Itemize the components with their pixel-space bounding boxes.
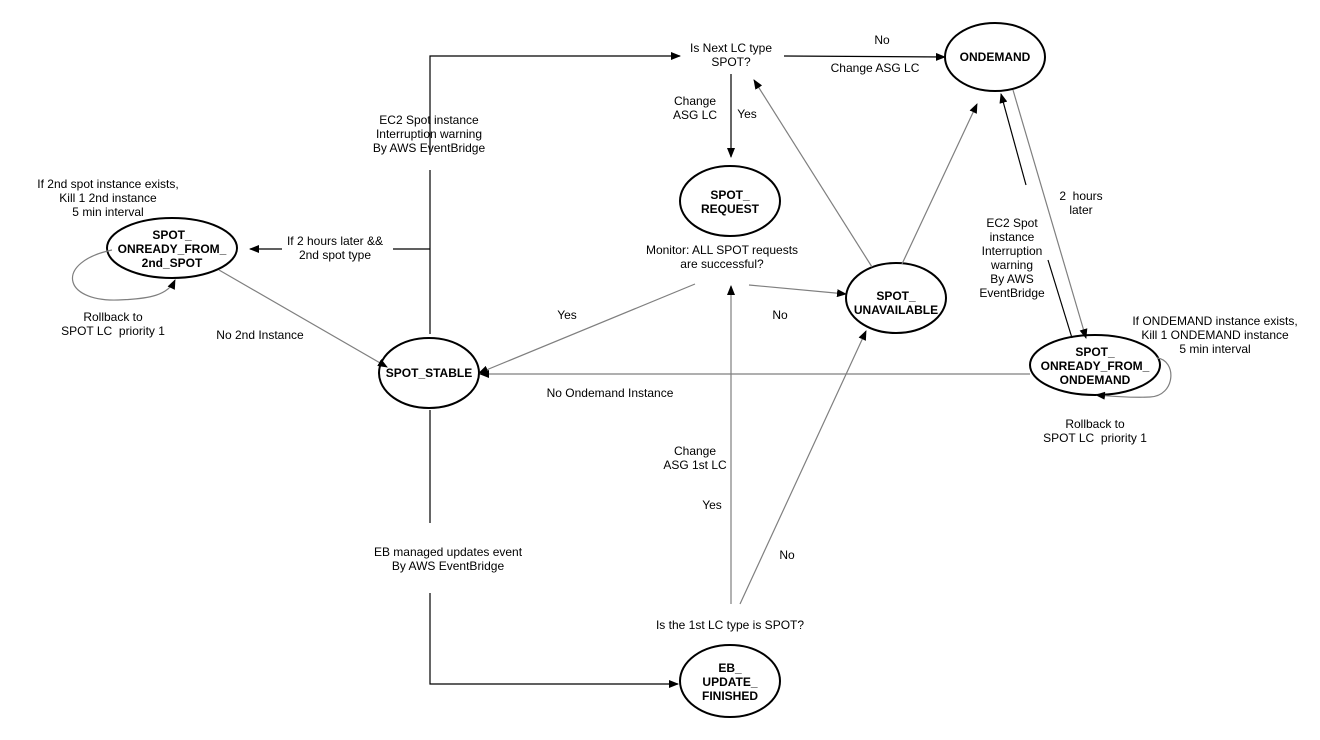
edge-eb-to-finished bbox=[429, 593, 679, 688]
edge-label-yes-stable: Yes bbox=[557, 308, 577, 322]
edge-self-loop-ondemand bbox=[1095, 357, 1172, 400]
edges bbox=[71, 52, 1172, 688]
edge-label-kill-2nd-spot: If 2nd spot instance exists, Kill 1 2nd … bbox=[37, 177, 179, 219]
edge-label-no-first-lc: No bbox=[779, 548, 795, 562]
decision-first-lc-spot: Is the 1st LC type is SPOT? bbox=[655, 618, 805, 632]
edge-label-two-hours-2nd-spot: If 2 hours later && 2nd spot type bbox=[286, 234, 384, 262]
edge-label-ec2-interruption-right: EC2 Spot instance Interruption warning B… bbox=[979, 216, 1045, 300]
node-spot-request bbox=[679, 165, 781, 237]
edge-label-yes-first-lc: Yes bbox=[702, 498, 722, 512]
node-shapes bbox=[106, 22, 1161, 718]
edge-label-ec2-interruption: EC2 Spot instance Interruption warning B… bbox=[372, 113, 486, 155]
decision-monitor-spot: Monitor: ALL SPOT requests are successfu… bbox=[645, 243, 799, 271]
node-label-spot-request: SPOT_ REQUEST bbox=[700, 188, 760, 216]
edge-unavailable-to-next-lc bbox=[753, 79, 873, 268]
edge-ondemand-to-onready bbox=[1012, 89, 1088, 339]
edge-self-loop-2nd-spot bbox=[71, 249, 176, 301]
edge-onready-to-ondemand bbox=[1047, 259, 1073, 339]
edge-monitor-yes bbox=[478, 283, 696, 374]
edge-label-rollback-right: Rollback to SPOT LC priority 1 bbox=[1043, 417, 1147, 445]
edge-label-no-ondemand-instance: No Ondemand Instance bbox=[546, 386, 674, 400]
edge-2nd-spot-to-stable bbox=[218, 269, 388, 368]
node-eb-update-finished bbox=[679, 644, 781, 718]
edge-monitor-no bbox=[748, 284, 847, 298]
edge-label-kill-ondemand: If ONDEMAND instance exists, Kill 1 ONDE… bbox=[1132, 314, 1298, 356]
edge-no-to-ondemand bbox=[783, 52, 946, 61]
node-label-eb-update-finished: EB_ UPDATE_ FINISHED bbox=[701, 661, 759, 703]
node-spot-onready-from-ondemand bbox=[1029, 334, 1161, 396]
edge-label-no-2nd-instance: No 2nd Instance bbox=[216, 328, 304, 342]
edge-label-change-asg-1st-lc: Change ASG 1st LC bbox=[663, 444, 727, 472]
node-label-spot-unavailable: SPOT_ UNAVAILABLE bbox=[853, 289, 939, 317]
node-label-spot-onready-from-2nd-spot: SPOT_ ONREADY_FROM_ 2nd_SPOT bbox=[117, 228, 227, 270]
edge-label-two-hours-later: 2 hours later bbox=[1059, 189, 1103, 217]
node-label-ondemand: ONDEMAND bbox=[959, 50, 1031, 64]
node-label-spot-stable: SPOT_STABLE bbox=[385, 366, 473, 380]
node-spot-onready-from-2nd-spot bbox=[106, 217, 238, 279]
edge-onready-to-ondemand-upper bbox=[999, 93, 1027, 186]
node-label-spot-onready-from-ondemand: SPOT_ ONREADY_FROM_ ONDEMAND bbox=[1040, 345, 1150, 387]
edge-first-lc-no bbox=[739, 330, 867, 605]
edge-label-no-unavailable: No bbox=[772, 308, 788, 322]
decision-next-lc-spot: Is Next LC type SPOT? bbox=[689, 41, 773, 69]
node-spot-unavailable bbox=[845, 262, 947, 334]
edge-label-no-top: No bbox=[874, 33, 890, 47]
edge-label-yes-request: Yes bbox=[737, 107, 757, 121]
edge-label-change-asg-lc-left: Change ASG LC bbox=[672, 94, 718, 122]
edge-label-rollback-left: Rollback to SPOT LC priority 1 bbox=[61, 310, 165, 338]
edge-label-change-asg-lc-right: Change ASG LC bbox=[830, 61, 920, 75]
edge-unavailable-to-ondemand bbox=[901, 103, 978, 265]
edge-stable-to-next-lc-upper bbox=[429, 52, 681, 155]
edge-label-eb-managed-updates: EB managed updates event By AWS EventBri… bbox=[373, 545, 523, 573]
